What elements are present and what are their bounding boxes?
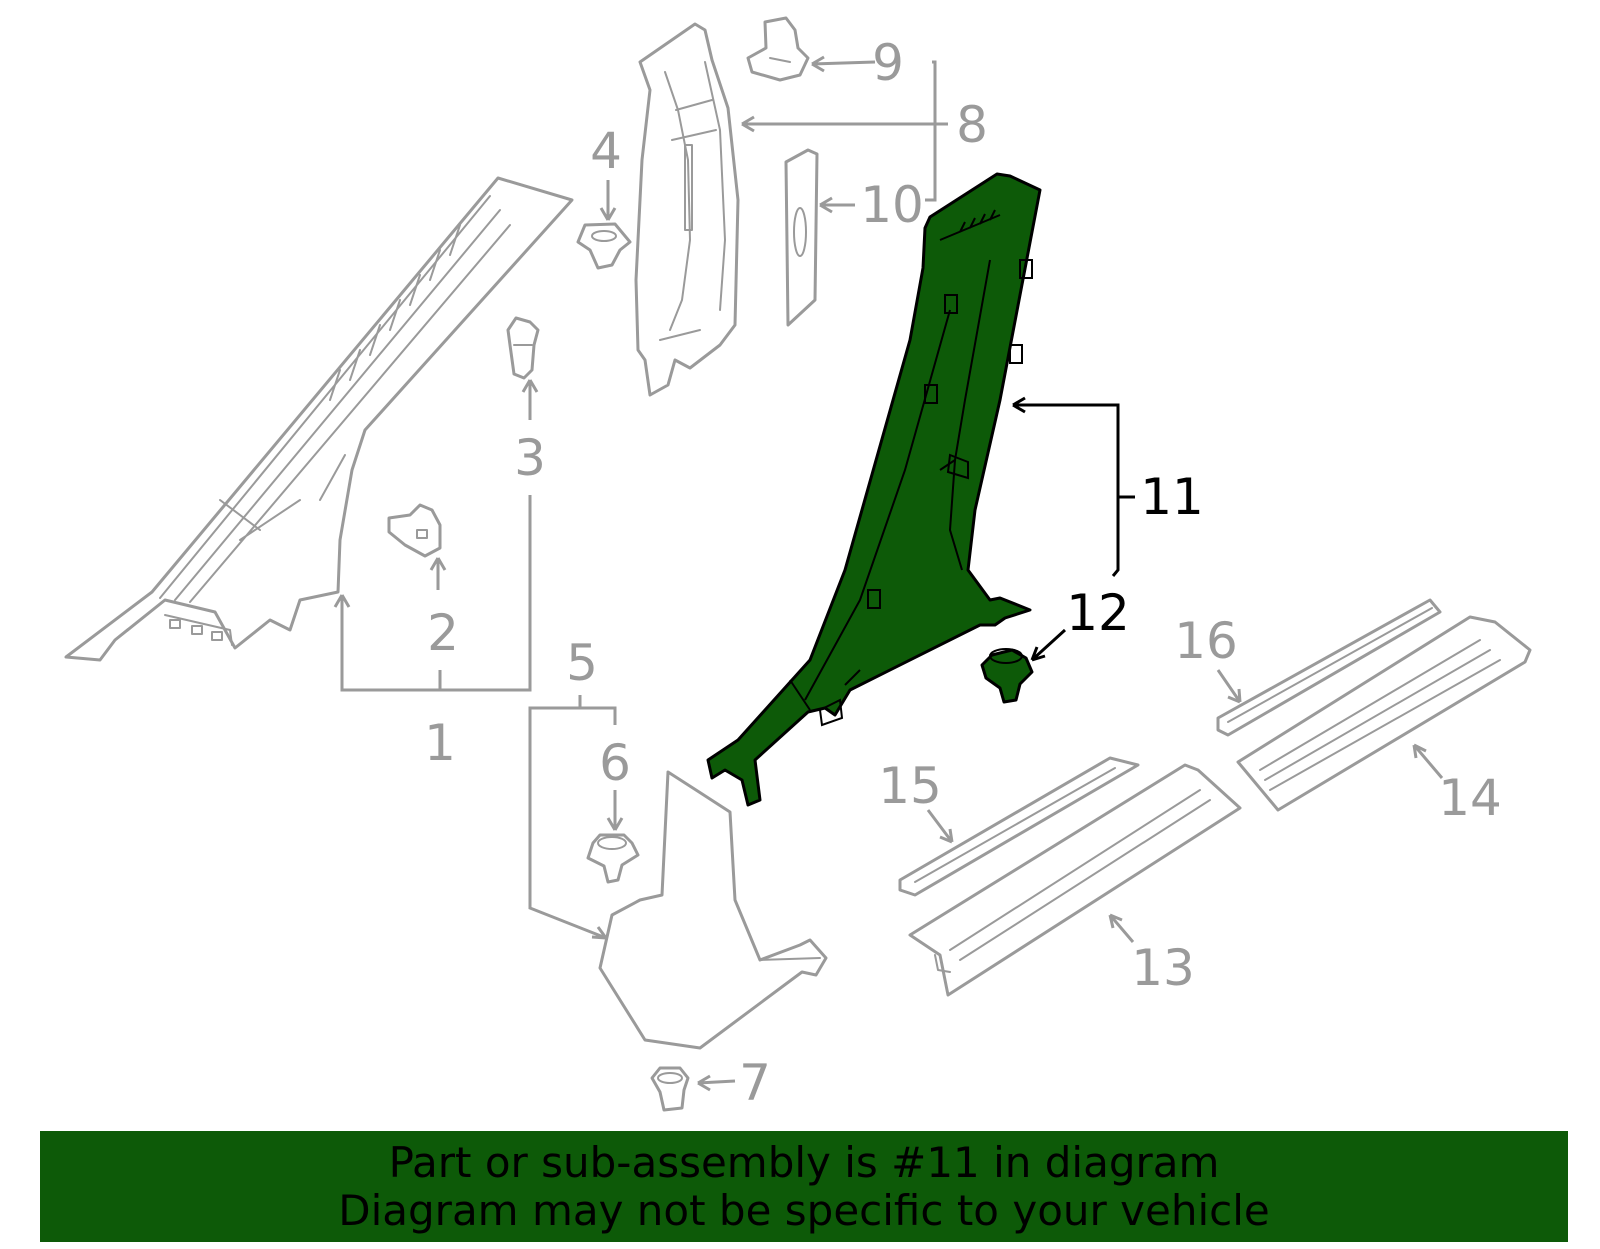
part-10-seal-strip [784,148,819,327]
callout-13: 13 [1131,939,1195,997]
part-14-sill-plate [1236,615,1532,812]
callout-11: 11 [1140,468,1204,526]
leader-lines-highlight [1012,396,1135,662]
callout-9: 9 [872,34,904,92]
part-4-fastener [576,222,632,270]
part-13-sill-plate [908,763,1242,997]
callout-6: 6 [599,734,631,792]
part-11-shape [706,172,1042,807]
part-2-bracket [387,503,442,558]
part-12-clip [980,648,1034,704]
part-8-b-pillar-upper [634,22,740,397]
info-banner: Part or sub-assembly is #11 in diagram D… [40,1131,1568,1242]
callout-16: 16 [1174,612,1238,670]
callout-labels: 1 2 3 4 5 6 7 8 9 10 11 12 13 14 15 16 [424,34,1502,1112]
callout-3: 3 [514,429,546,487]
part-5-b-pillar-lower [598,770,828,1050]
part-7-clip [650,1066,690,1112]
part-9-clip [746,16,810,82]
callout-14: 14 [1438,769,1502,827]
banner-line-part-number: Part or sub-assembly is #11 in diagram [388,1137,1220,1187]
callout-15: 15 [878,757,942,815]
callout-7: 7 [739,1054,771,1112]
part-15-sill-strip [898,756,1140,897]
part-1-a-pillar-trim [64,176,574,662]
callout-1: 1 [424,714,456,772]
part-11-highlighted-trim [706,172,1042,807]
callout-8: 8 [956,96,988,154]
callout-5: 5 [566,634,598,692]
callout-4: 4 [590,122,622,180]
callout-12: 12 [1066,584,1130,642]
banner-line-disclaimer: Diagram may not be specific to your vehi… [338,1185,1270,1235]
callout-2: 2 [427,604,459,662]
part-6-clip [586,833,640,884]
part-3-clip [506,316,540,380]
callout-10: 10 [860,176,924,234]
part-16-sill-strip [1216,598,1442,737]
leader-lines [333,55,1444,1092]
